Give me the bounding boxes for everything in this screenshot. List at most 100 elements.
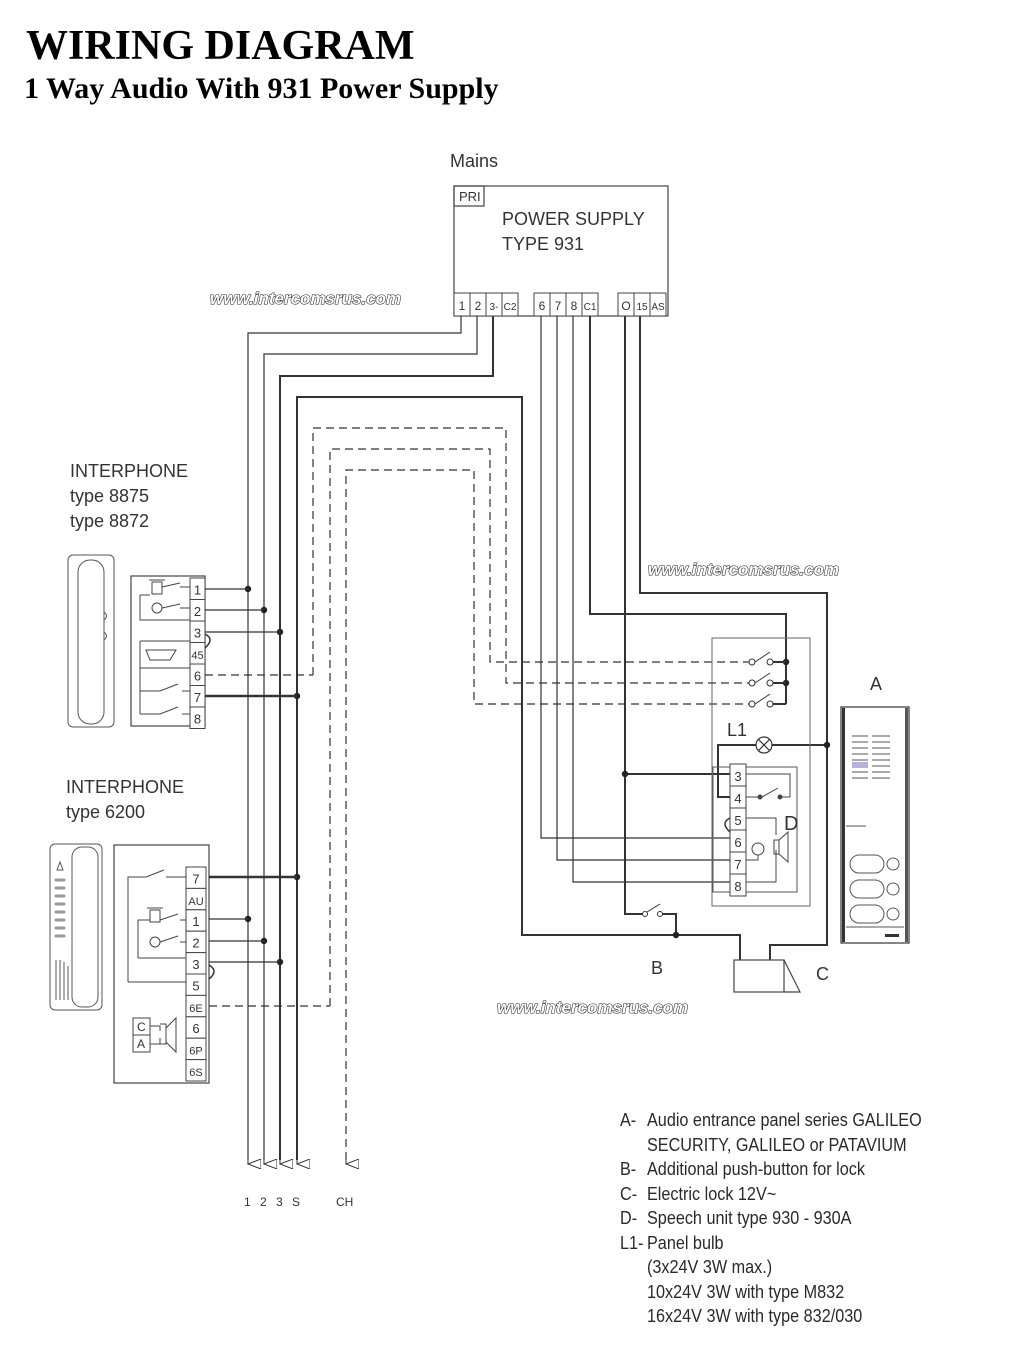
bulb-icon	[755, 736, 773, 754]
interphone-6200-type: type 6200	[66, 802, 145, 822]
speech-unit-terminal-label: 6	[734, 835, 741, 850]
interphone-8875-type1: type 8875	[70, 486, 149, 506]
power-supply-terminal-label: 8	[571, 299, 578, 313]
wire-dash-inner	[345, 469, 752, 1160]
wire-dash-middle	[329, 448, 752, 1006]
legend-item: B-Additional push-button for lock	[620, 1157, 922, 1182]
power-supply-terminal-label: C2	[504, 302, 517, 313]
speech-unit-terminal-label: 3	[734, 769, 741, 784]
interphone-8875-internals	[139, 579, 190, 715]
speaker-icon	[150, 1016, 177, 1054]
power-supply-terminal: 3-	[485, 292, 503, 317]
power-supply-terminal-label: C1	[584, 302, 597, 313]
page-title: WIRING DIAGRAM	[26, 23, 415, 69]
speech-unit-label: D	[784, 813, 798, 835]
legend-item: SECURITY, GALILEO or PATAVIUM	[620, 1133, 922, 1158]
interphone-6200-terminal: 3	[185, 952, 207, 975]
interphone-6200-terminal-label: 6P	[189, 1046, 202, 1058]
interphone-8875-terminal-label: 8	[194, 712, 201, 727]
interphone-6200-terminal: 7	[185, 866, 207, 889]
legend-text: Electric lock 12V~	[647, 1183, 777, 1204]
interphone-6200-terminal-label: 6S	[189, 1067, 202, 1079]
interphone-8875-terminal-label: 7	[194, 690, 201, 705]
wire-o	[624, 316, 645, 915]
pri-terminal	[453, 185, 485, 207]
label-c: C	[816, 964, 829, 984]
wire-ps7	[556, 316, 730, 861]
interphone-6200-terminal-label: 7	[192, 871, 199, 886]
page-subtitle: 1 Way Audio With 931 Power Supply	[24, 72, 499, 105]
power-supply-terminal: C2	[501, 292, 519, 317]
speaker-icon	[145, 649, 177, 661]
power-supply-terminal-label: O	[621, 299, 630, 313]
output-arrows: 1 2 3 S CH	[244, 1160, 353, 1209]
legend-text: Audio entrance panel series GALILEO	[647, 1110, 922, 1130]
interphone-8875-terminal: 7	[189, 685, 206, 708]
wire-1	[247, 316, 462, 1160]
interphone-6200-terminal-label: AU	[188, 896, 203, 908]
interphone-8875-terminal: 1	[189, 577, 206, 600]
interphone-6200-terminal: 6E	[185, 994, 207, 1018]
wire-button	[660, 913, 677, 935]
power-supply-terminal: 1	[453, 292, 471, 317]
legend: A- Audio entrance panel series GALILEO SEC…	[620, 1108, 922, 1329]
power-supply-terminal: 2	[469, 292, 487, 317]
wire-dash-outer	[312, 427, 752, 684]
interphone-8875-terminal-label: 45	[191, 650, 203, 662]
legend-text: 16x24V 3W with type 832/030	[647, 1306, 863, 1326]
buzzer-icon	[149, 909, 161, 923]
output-label-s: S	[292, 1195, 300, 1209]
pri-label: PRI	[459, 189, 481, 204]
power-supply-terminal-label: 1	[459, 299, 466, 313]
power-supply-terminal-label: 15	[636, 302, 648, 313]
electric-lock-icon	[733, 959, 801, 993]
power-supply-terminal: 7	[549, 292, 567, 317]
interphone-6200-terminal-label: 6E	[189, 1003, 202, 1015]
junction-dot	[621, 770, 629, 778]
interphone-6200-terminal-label: 6	[192, 1021, 199, 1036]
wire-bulb-left	[717, 744, 756, 798]
microphone-icon	[751, 842, 765, 856]
legend-key: A-	[620, 1110, 637, 1130]
legend-key: L1-	[620, 1232, 644, 1253]
interphone-6200-terminal-label: 5	[192, 978, 199, 993]
speech-unit-terminal-label: 7	[734, 857, 741, 872]
speech-unit-terminal: 8	[729, 873, 747, 897]
interphone-8875-type2: type 8872	[70, 511, 149, 531]
interphone-8875-terminal-label: 6	[194, 669, 201, 684]
watermark-2: www.intercomsrus.com	[648, 560, 839, 579]
legend-text: SECURITY, GALILEO or PATAVIUM	[647, 1134, 907, 1155]
junction-dot	[672, 931, 680, 939]
speech-unit-terminal-label: 4	[734, 791, 741, 806]
interphone-6200-terminal: 6P	[185, 1037, 207, 1061]
legend-text: 10x24V 3W with type M832	[647, 1281, 845, 1302]
interphone-6200-internals	[127, 869, 186, 1054]
handset-6200-icon	[49, 843, 103, 1011]
legend-key: C-	[620, 1183, 638, 1204]
speech-unit-terminal: 7	[729, 851, 747, 875]
power-supply-terminal: 6	[533, 292, 551, 317]
power-supply-terminal-label: 7	[555, 299, 562, 313]
output-label-2: 2	[260, 1195, 267, 1209]
legend-item: (3x24V 3W max.)	[620, 1255, 922, 1280]
speaker-icon	[773, 839, 780, 855]
legend-key: B-	[620, 1159, 637, 1179]
legend-text: Speech unit type 930 - 930A	[647, 1208, 852, 1228]
wire-15	[639, 316, 828, 960]
power-supply-terminal: 15	[633, 292, 651, 317]
relay-switches	[748, 651, 786, 708]
power-supply-type: TYPE 931	[502, 234, 584, 254]
wire-ps8	[572, 316, 730, 883]
output-label-ch: CH	[336, 1195, 353, 1209]
interphone-6200-terminal: 1	[185, 909, 207, 932]
power-supply-terminal-label: 6	[539, 299, 546, 313]
interphone-6200-terminal-label: 2	[192, 936, 199, 951]
power-supply-terminal: AS	[649, 292, 667, 317]
legend-text: (3x24V 3W max.)	[647, 1257, 773, 1277]
interphone-8875-terminal-label: 3	[194, 626, 201, 641]
legend-item: 16x24V 3W with type 832/030	[620, 1304, 922, 1329]
legend-key: D-	[620, 1208, 638, 1228]
